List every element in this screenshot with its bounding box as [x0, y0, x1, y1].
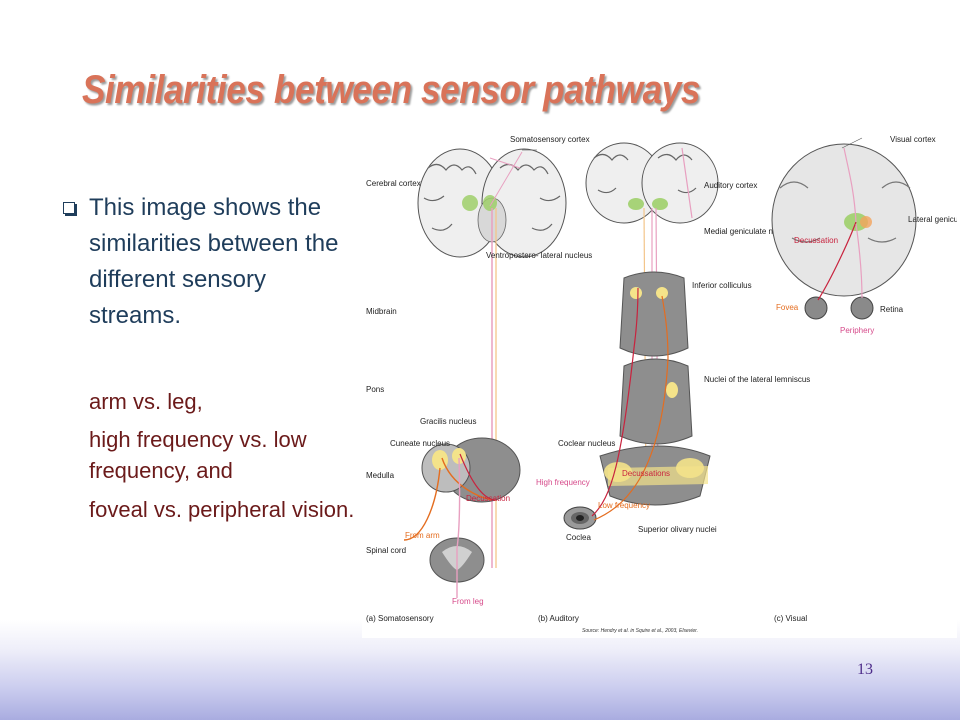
caption-auditory: (b) Auditory [538, 614, 579, 623]
label-somatosensory-cortex: Somatosensory cortex [510, 135, 590, 144]
bullet-text: This image shows the similarities betwee… [89, 194, 339, 329]
label-cochlear-nucleus: Coclear nucleus [558, 439, 615, 448]
visual-panel [771, 137, 917, 320]
label-ventroposterolateral: Ventropostero- lateral nucleus [486, 251, 592, 260]
label-cochlea: Coclea [566, 533, 591, 542]
label-cerebral-cortex: Cerebral cortex [366, 179, 421, 188]
lateral-lemniscus-section [619, 358, 693, 445]
label-periphery: Periphery [840, 326, 874, 335]
slide-title: Similarities between sensor pathways [82, 68, 701, 112]
label-visual-decussation: Decussation [794, 236, 838, 245]
label-retina: Retina [880, 305, 904, 314]
label-decussations: Decussations [622, 469, 670, 478]
label-from-leg: From leg [452, 597, 484, 606]
label-lateral-geniculate: Lateral geniculate nucleus [908, 215, 957, 224]
auditory-panel [563, 142, 719, 530]
label-medial-geniculate: Medial geniculate nucleus [704, 227, 796, 236]
label-cuneate: Cuneate nucleus [390, 439, 450, 448]
sensory-pathways-figure: Somatosensory cortex Cerebral cortex Ven… [362, 128, 957, 638]
sub-item-frequency: high frequency vs. low frequency, and [89, 427, 307, 483]
caption-visual: (c) Visual [774, 614, 807, 623]
label-visual-cortex: Visual cortex [890, 135, 936, 144]
bullet-square-icon [63, 202, 75, 214]
superior-olivary-section [599, 445, 711, 506]
label-spinal-cord: Spinal cord [366, 546, 406, 555]
sub-item-arm-leg: arm vs. leg, [89, 389, 203, 414]
label-medulla: Medulla [366, 471, 395, 480]
auditory-brain-section [585, 142, 719, 224]
label-pons: Pons [366, 385, 384, 394]
label-high-frequency: High frequency [536, 478, 590, 487]
label-gracilis: Gracilis nucleus [420, 417, 476, 426]
somatosensory-panel [403, 148, 567, 598]
caption-somatosensory: (a) Somatosensory [366, 614, 434, 623]
label-lateral-lemniscus: Nuclei of the lateral lemniscus [704, 375, 810, 384]
label-inferior-colliculus: Inferior colliculus [692, 281, 752, 290]
label-superior-olivary: Superior olivary nuclei [638, 525, 717, 534]
inferior-colliculus-section [619, 271, 689, 357]
label-midbrain: Midbrain [366, 307, 397, 316]
label-auditory-cortex: Auditory cortex [704, 181, 757, 190]
eyes-shape [804, 296, 874, 320]
figure-source: Source: Hendry et al. in Squire et al., … [582, 628, 698, 634]
cochlea-shape [563, 506, 597, 530]
label-fovea: Fovea [776, 303, 799, 312]
label-from-arm: From arm [405, 531, 440, 540]
label-somatosensory-decussation: Decussation [466, 494, 510, 503]
sub-item-vision: foveal vs. peripheral vision. [89, 497, 355, 522]
figure-svg: Somatosensory cortex Cerebral cortex Ven… [366, 135, 957, 634]
label-low-frequency: Low frequency [598, 501, 650, 510]
page-number: 13 [857, 661, 873, 678]
